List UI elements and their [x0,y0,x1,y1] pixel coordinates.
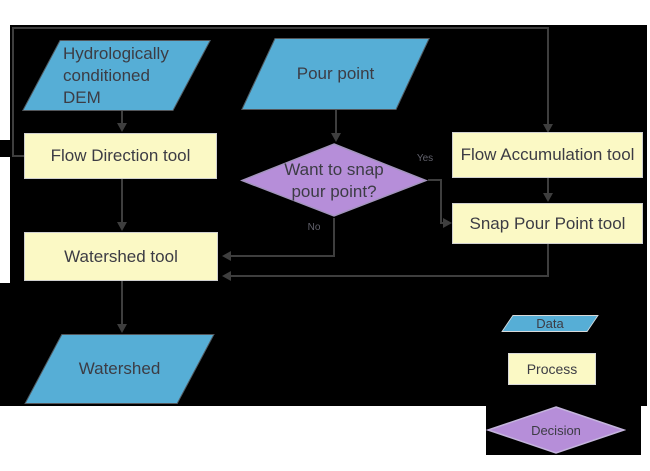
edge-snap-to-watershedtool [227,243,549,277]
arrowhead-watershedtool-right-upper [222,251,231,261]
edge-flowdirection-to-flowaccumulation [12,27,549,157]
branch-no-label: No [307,222,321,233]
arrowhead-watershedtool-top [117,222,127,231]
node-dem-label: Hydrologically conditioned DEM [63,44,169,107]
legend-decision-label: Decision [531,422,581,438]
legend-decision-shape [486,406,626,454]
legend-data-label: Data [536,315,564,331]
node-flow-accumulation: Flow Accumulation tool [452,132,643,178]
node-pour-point-label: Pour point [296,64,375,83]
canvas-background-left-notch [0,140,10,157]
branch-yes-label: Yes [416,153,434,164]
arrowhead-watershed [117,324,127,333]
arrowhead-decision-top [331,133,341,142]
edge-decision-yes-to-snap [428,179,447,224]
arrowhead-watershedtool-right-lower [222,271,231,281]
node-decision-label: Want to snap pour point? [284,159,384,201]
legend-process-shape: Process [508,353,596,385]
canvas-background-left-lower [0,283,10,406]
arrowhead-flowaccumulation [543,124,553,133]
arrowhead-flowdirection [117,123,127,132]
node-watershed-tool: Watershed tool [24,232,218,281]
node-watershed-label: Watershed [78,359,161,378]
node-flow-direction: Flow Direction tool [24,133,217,179]
edge-decision-no-to-watershedtool [227,218,335,257]
arrowhead-snap-top [543,193,553,202]
node-snap-pour-point: Snap Pour Point tool [452,203,643,244]
arrowhead-snap-left [443,218,452,228]
node-decision-shape [240,143,428,217]
